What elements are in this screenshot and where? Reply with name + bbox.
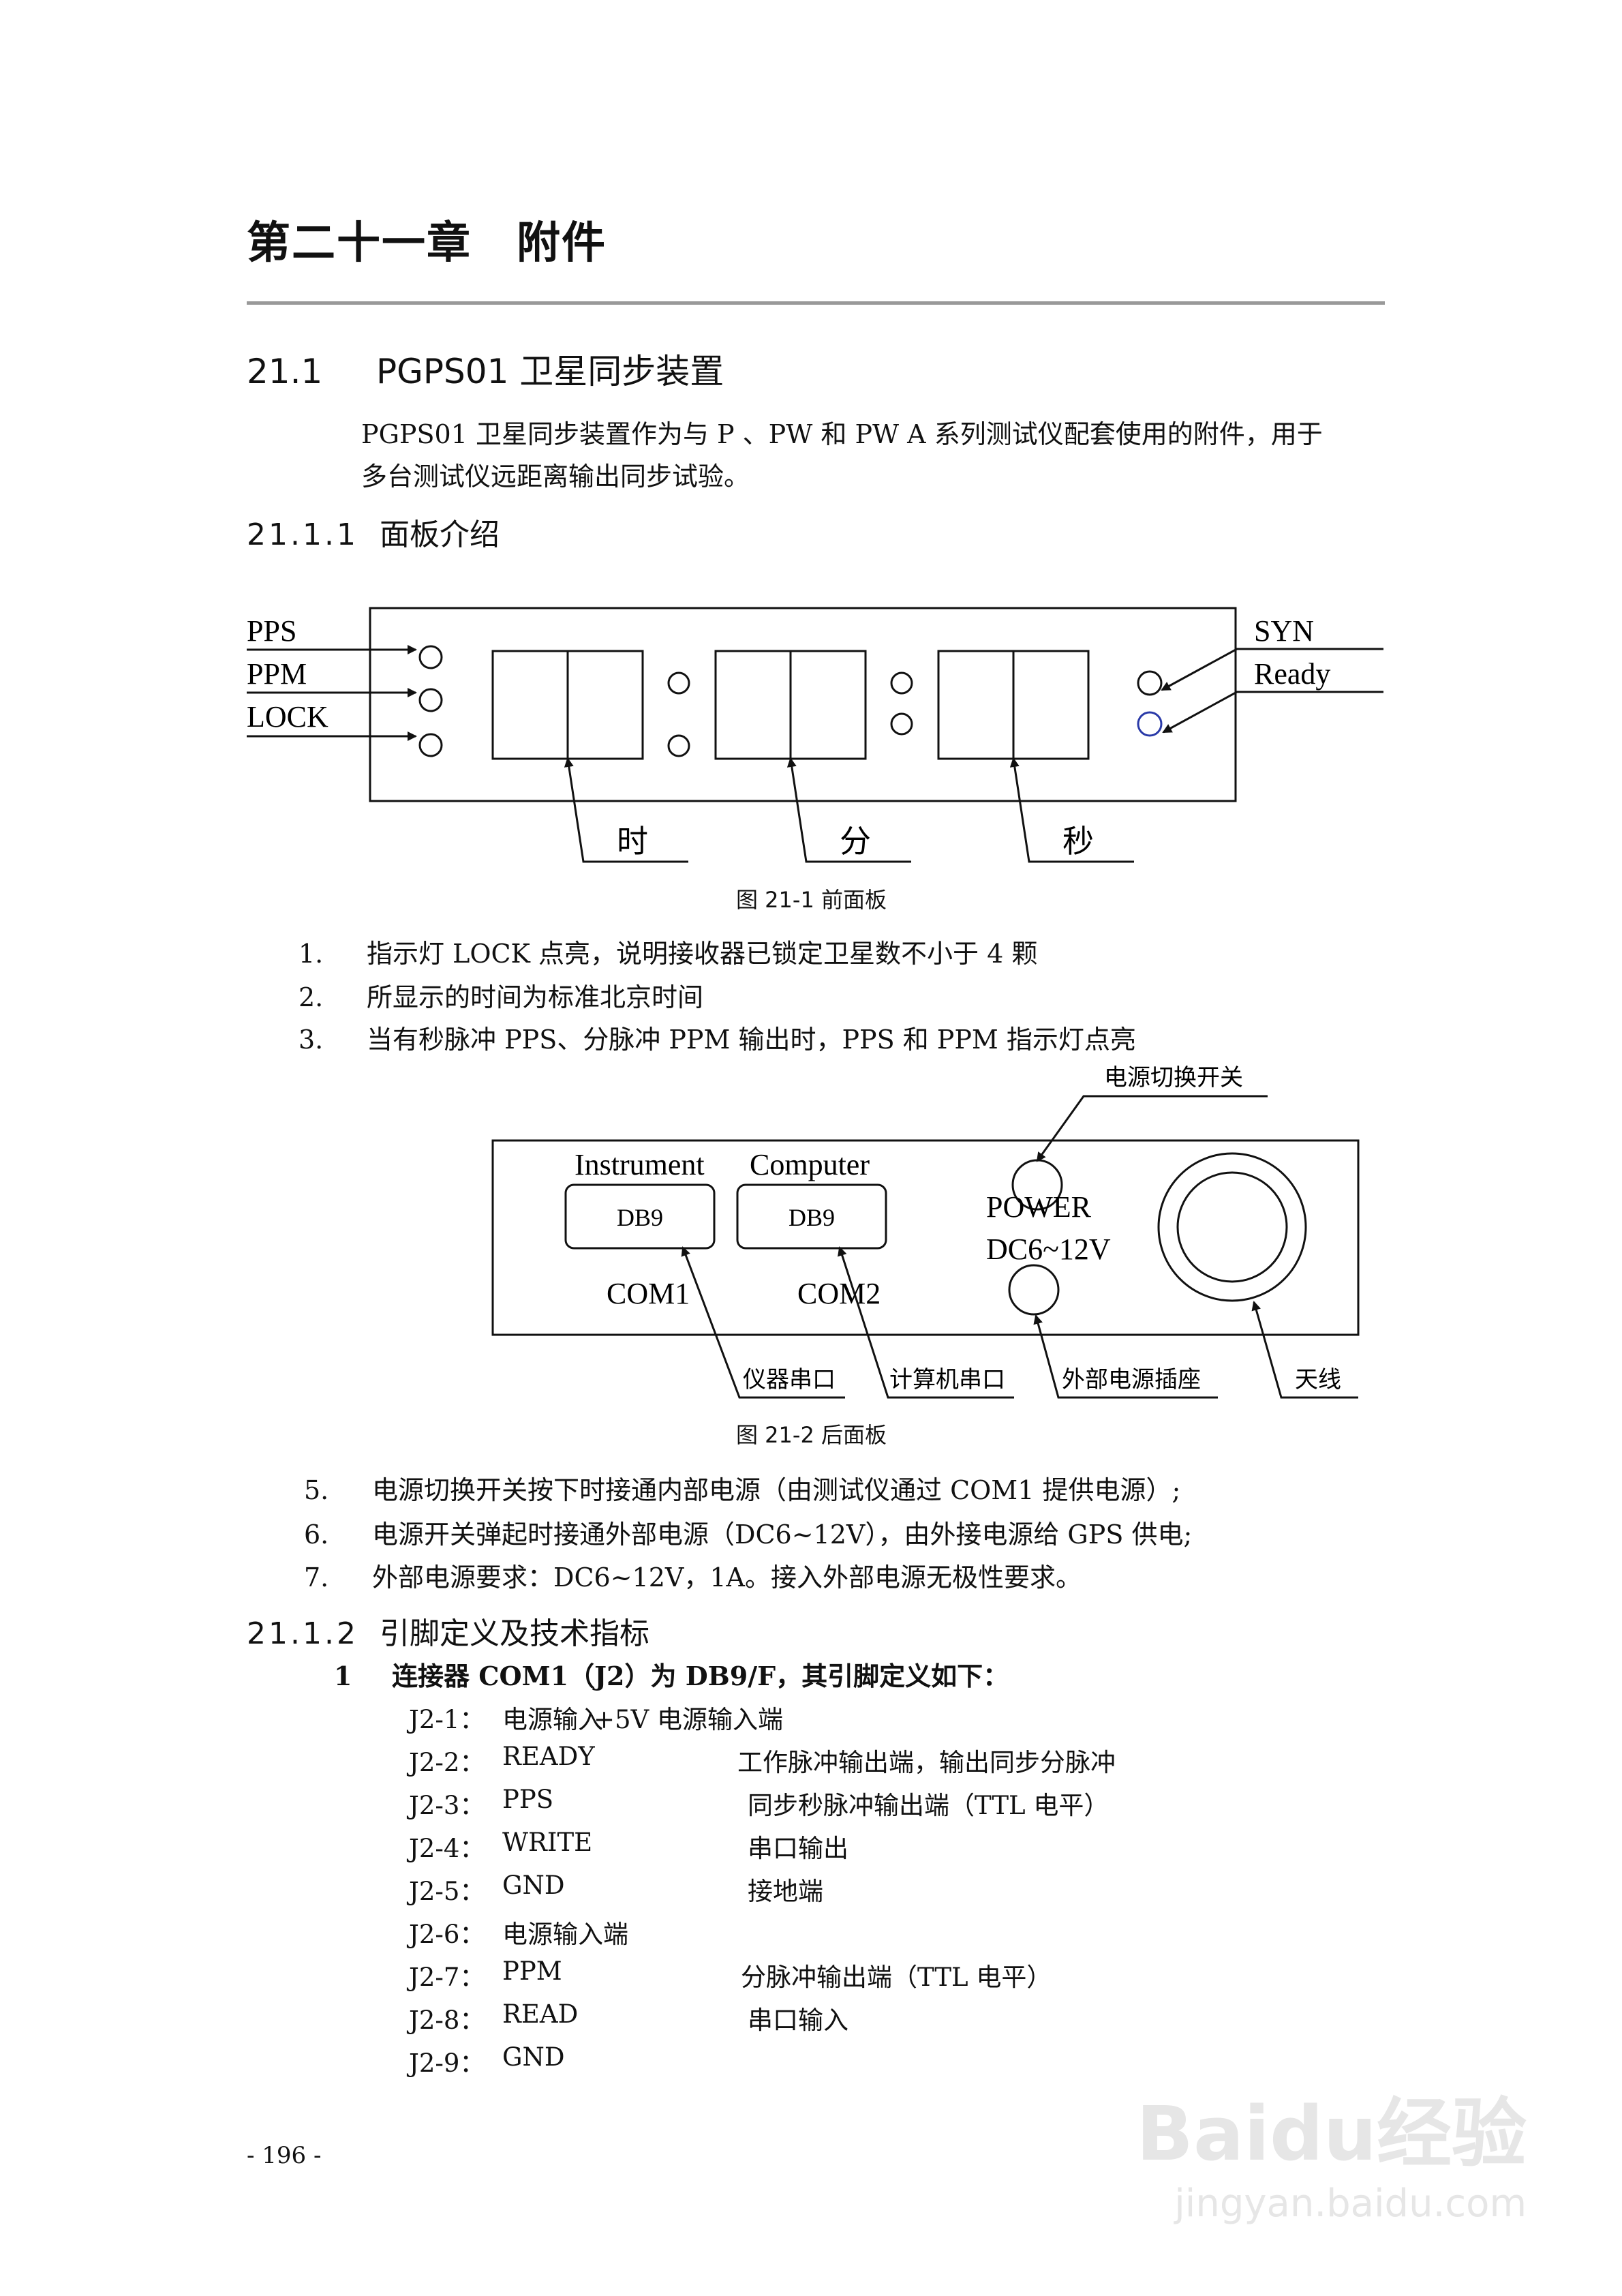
pps-led bbox=[418, 645, 443, 669]
front-panel-caption: 图 21-1 前面板 bbox=[736, 887, 887, 913]
second-label: 秒 bbox=[1062, 824, 1094, 859]
com2-label: COM2 bbox=[797, 1277, 881, 1310]
ready-label: Ready bbox=[1254, 657, 1330, 691]
syn-label: SYN bbox=[1254, 614, 1314, 648]
external-power-socket bbox=[1008, 1264, 1060, 1316]
page-number: - 196 - bbox=[247, 2142, 322, 2169]
power-label: POWER bbox=[986, 1190, 1092, 1224]
pin-id: J2-1： bbox=[409, 1705, 485, 1734]
pin-name: PPM bbox=[502, 1957, 562, 1986]
pin-name: WRITE bbox=[502, 1828, 593, 1857]
rear-panel-frame bbox=[491, 1139, 1360, 1336]
com1-port-type: DB9 bbox=[617, 1204, 663, 1231]
switch-callout: 电源切换开关 bbox=[1104, 1065, 1243, 1091]
pin-name: PPS bbox=[502, 1785, 554, 1814]
pin-id: J2-8： bbox=[409, 2006, 485, 2035]
computer-label: Computer bbox=[750, 1148, 870, 1181]
syn-arrow bbox=[1161, 648, 1383, 691]
section-title: PGPS01 卫星同步装置 bbox=[376, 352, 724, 391]
subsection-title: 面板介绍 bbox=[380, 517, 500, 552]
antenna-inner bbox=[1176, 1171, 1288, 1283]
com2-port bbox=[736, 1183, 887, 1250]
colon-led bbox=[667, 734, 690, 757]
list-item: 5.电源切换开关按下时接通内部电源（由测试仪通过 COM1 提供电源）; bbox=[304, 1475, 1181, 1505]
com1-callout: 仪器串口 bbox=[743, 1368, 836, 1393]
pin-id: J2-5： bbox=[409, 1877, 485, 1906]
hour-label: 时 bbox=[617, 824, 648, 859]
intro-line-1: PGPS01 卫星同步装置作为与 P 、PW 和 PW A 系列测试仪配套使用的… bbox=[361, 419, 1323, 449]
pin-id: J2-2： bbox=[409, 1748, 485, 1777]
subsection-number: 21.1.1 bbox=[247, 517, 358, 552]
watermark-brand: Baidu经验 bbox=[1136, 2090, 1527, 2177]
pin-description: 分脉冲输出端（TTL 电平） bbox=[741, 1963, 1052, 1992]
ppm-led bbox=[418, 688, 443, 712]
antenna-outer bbox=[1157, 1152, 1307, 1302]
pin-description: 工作脉冲输出端，输出同步分脉冲 bbox=[737, 1748, 1116, 1777]
pin-name: GND bbox=[502, 2042, 565, 2072]
minute-label: 分 bbox=[840, 824, 871, 859]
pin-description: 同步秒脉冲输出端（TTL 电平） bbox=[748, 1791, 1110, 1820]
subsection-title: 引脚定义及技术指标 bbox=[380, 1616, 649, 1651]
voltage-label: DC6~12V bbox=[986, 1233, 1111, 1266]
ready-led bbox=[1137, 711, 1163, 737]
colon-led bbox=[890, 671, 913, 695]
colon-led bbox=[890, 712, 913, 736]
section-number: 21.1 bbox=[247, 352, 323, 391]
ready-arrow bbox=[1162, 691, 1383, 734]
com1-port bbox=[564, 1183, 716, 1250]
antenna-callout: 天线 bbox=[1295, 1367, 1341, 1393]
pin-id: J2-9： bbox=[409, 2049, 485, 2078]
power-socket-callout: 外部电源插座 bbox=[1062, 1367, 1201, 1393]
com2-port-type: DB9 bbox=[789, 1204, 835, 1231]
subsection-heading-2: 21.1.2 引脚定义及技术指标 bbox=[247, 1609, 649, 1652]
instrument-label: Instrument bbox=[575, 1148, 705, 1181]
chapter-title: 第二十一章 附件 bbox=[247, 218, 607, 269]
syn-led bbox=[1137, 670, 1163, 696]
front-panel-frame bbox=[369, 607, 1237, 802]
pin-name: GND bbox=[502, 1871, 565, 1900]
pps-label: PPS bbox=[247, 614, 296, 648]
baidu-watermark: Baidu经验 jingyan.baidu.com bbox=[1136, 2072, 1527, 2226]
pin-description: 串口输出 bbox=[748, 1834, 848, 1863]
pin-id: J2-6： bbox=[409, 1920, 485, 1949]
pin-id: J2-4： bbox=[409, 1834, 485, 1863]
pin-name: 电源输入端 bbox=[502, 1920, 628, 1949]
intro-line-2: 多台测试仪远距离输出同步试验。 bbox=[361, 462, 750, 492]
pin-description: 串口输入 bbox=[748, 2006, 848, 2035]
lock-led bbox=[418, 733, 443, 757]
lock-label: LOCK bbox=[247, 700, 328, 734]
pin-description: 接地端 bbox=[748, 1877, 823, 1906]
pin-id: J2-3： bbox=[409, 1791, 485, 1820]
pin-name: 电源输入 bbox=[502, 1705, 603, 1734]
list-item: 7.外部电源要求：DC6~12V，1A。接入外部电源无极性要求。 bbox=[304, 1562, 1082, 1592]
pin-description: +5V 电源输入端 bbox=[594, 1705, 784, 1734]
watermark-url: jingyan.baidu.com bbox=[1174, 2181, 1527, 2226]
pin-name: READY bbox=[502, 1742, 595, 1771]
subsection-number: 21.1.2 bbox=[247, 1616, 358, 1651]
rear-panel-caption: 图 21-2 后面板 bbox=[736, 1422, 887, 1448]
ppm-label: PPM bbox=[247, 657, 307, 691]
subsection-heading-1: 21.1.1 面板介绍 bbox=[247, 510, 500, 554]
list-item: 3.当有秒脉冲 PPS、分脉冲 PPM 输出时，PPS 和 PPM 指示灯点亮 bbox=[299, 1025, 1136, 1055]
list-item: 1.指示灯 LOCK 点亮，说明接收器已锁定卫星数不小于 4 颗 bbox=[299, 939, 1038, 969]
com2-callout: 计算机串口 bbox=[889, 1367, 1005, 1393]
section-heading: 21.1 PGPS01 卫星同步装置 bbox=[247, 344, 724, 393]
list-item: 2.所显示的时间为标准北京时间 bbox=[299, 982, 704, 1012]
pin-id: J2-7： bbox=[409, 1963, 485, 1992]
list-item: 6.电源开关弹起时接通外部电源（DC6~12V），由外接电源给 GPS 供电; bbox=[304, 1520, 1193, 1550]
com1-label: COM1 bbox=[607, 1277, 690, 1310]
chapter-rule bbox=[247, 301, 1385, 305]
pin-name: READ bbox=[502, 1999, 579, 2029]
colon-led bbox=[667, 671, 690, 695]
